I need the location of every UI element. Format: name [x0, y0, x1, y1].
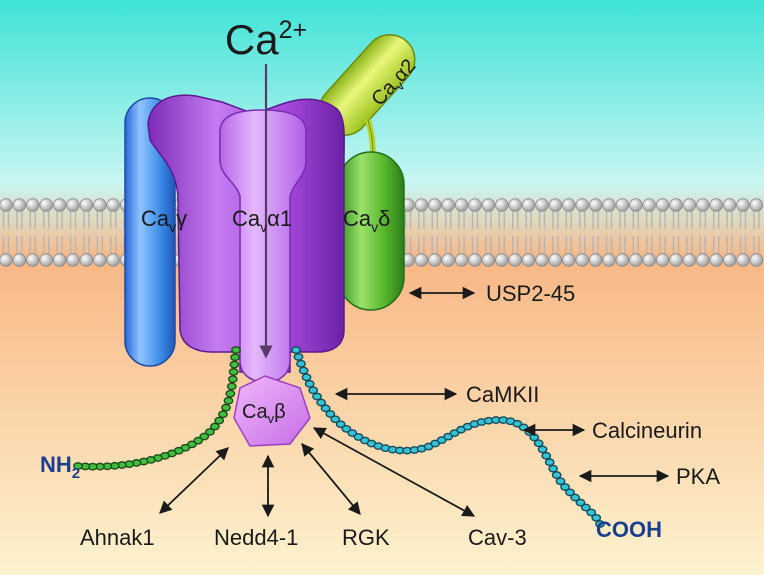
cav-3-label: Cav-3: [468, 525, 527, 550]
rgk-label: RGK: [342, 525, 390, 550]
cav-beta-subunit: [233, 375, 311, 447]
interaction-arrows: [159, 286, 670, 518]
cav-gamma-label: Cavγ: [141, 206, 187, 235]
ahnak1-label: Ahnak1: [80, 525, 155, 550]
arrow-cav-3: [312, 427, 476, 517]
cav-alpha1-label: Cavα1: [232, 206, 292, 235]
nedd4-1-label: Nedd4-1: [214, 525, 298, 550]
cav-gamma-subunit: [124, 97, 176, 367]
cav-delta-label: Cavδ: [343, 206, 390, 235]
arrow-ahnak1: [159, 447, 229, 514]
cav-beta-label: Cavβ: [242, 401, 286, 426]
cav-alpha1-subunit: [147, 94, 345, 383]
calcium-ion-label: Ca2+: [225, 16, 307, 63]
n-terminus-label: NH2: [40, 452, 80, 482]
camkii-label: CaMKII: [466, 382, 539, 407]
c-terminus-label: COOH: [596, 517, 662, 542]
pka-label: PKA: [676, 464, 720, 489]
lipid-bilayer: [0, 198, 764, 267]
calcineurin-label: Calcineurin: [592, 418, 702, 443]
usp2-45-label: USP2-45: [486, 281, 575, 306]
